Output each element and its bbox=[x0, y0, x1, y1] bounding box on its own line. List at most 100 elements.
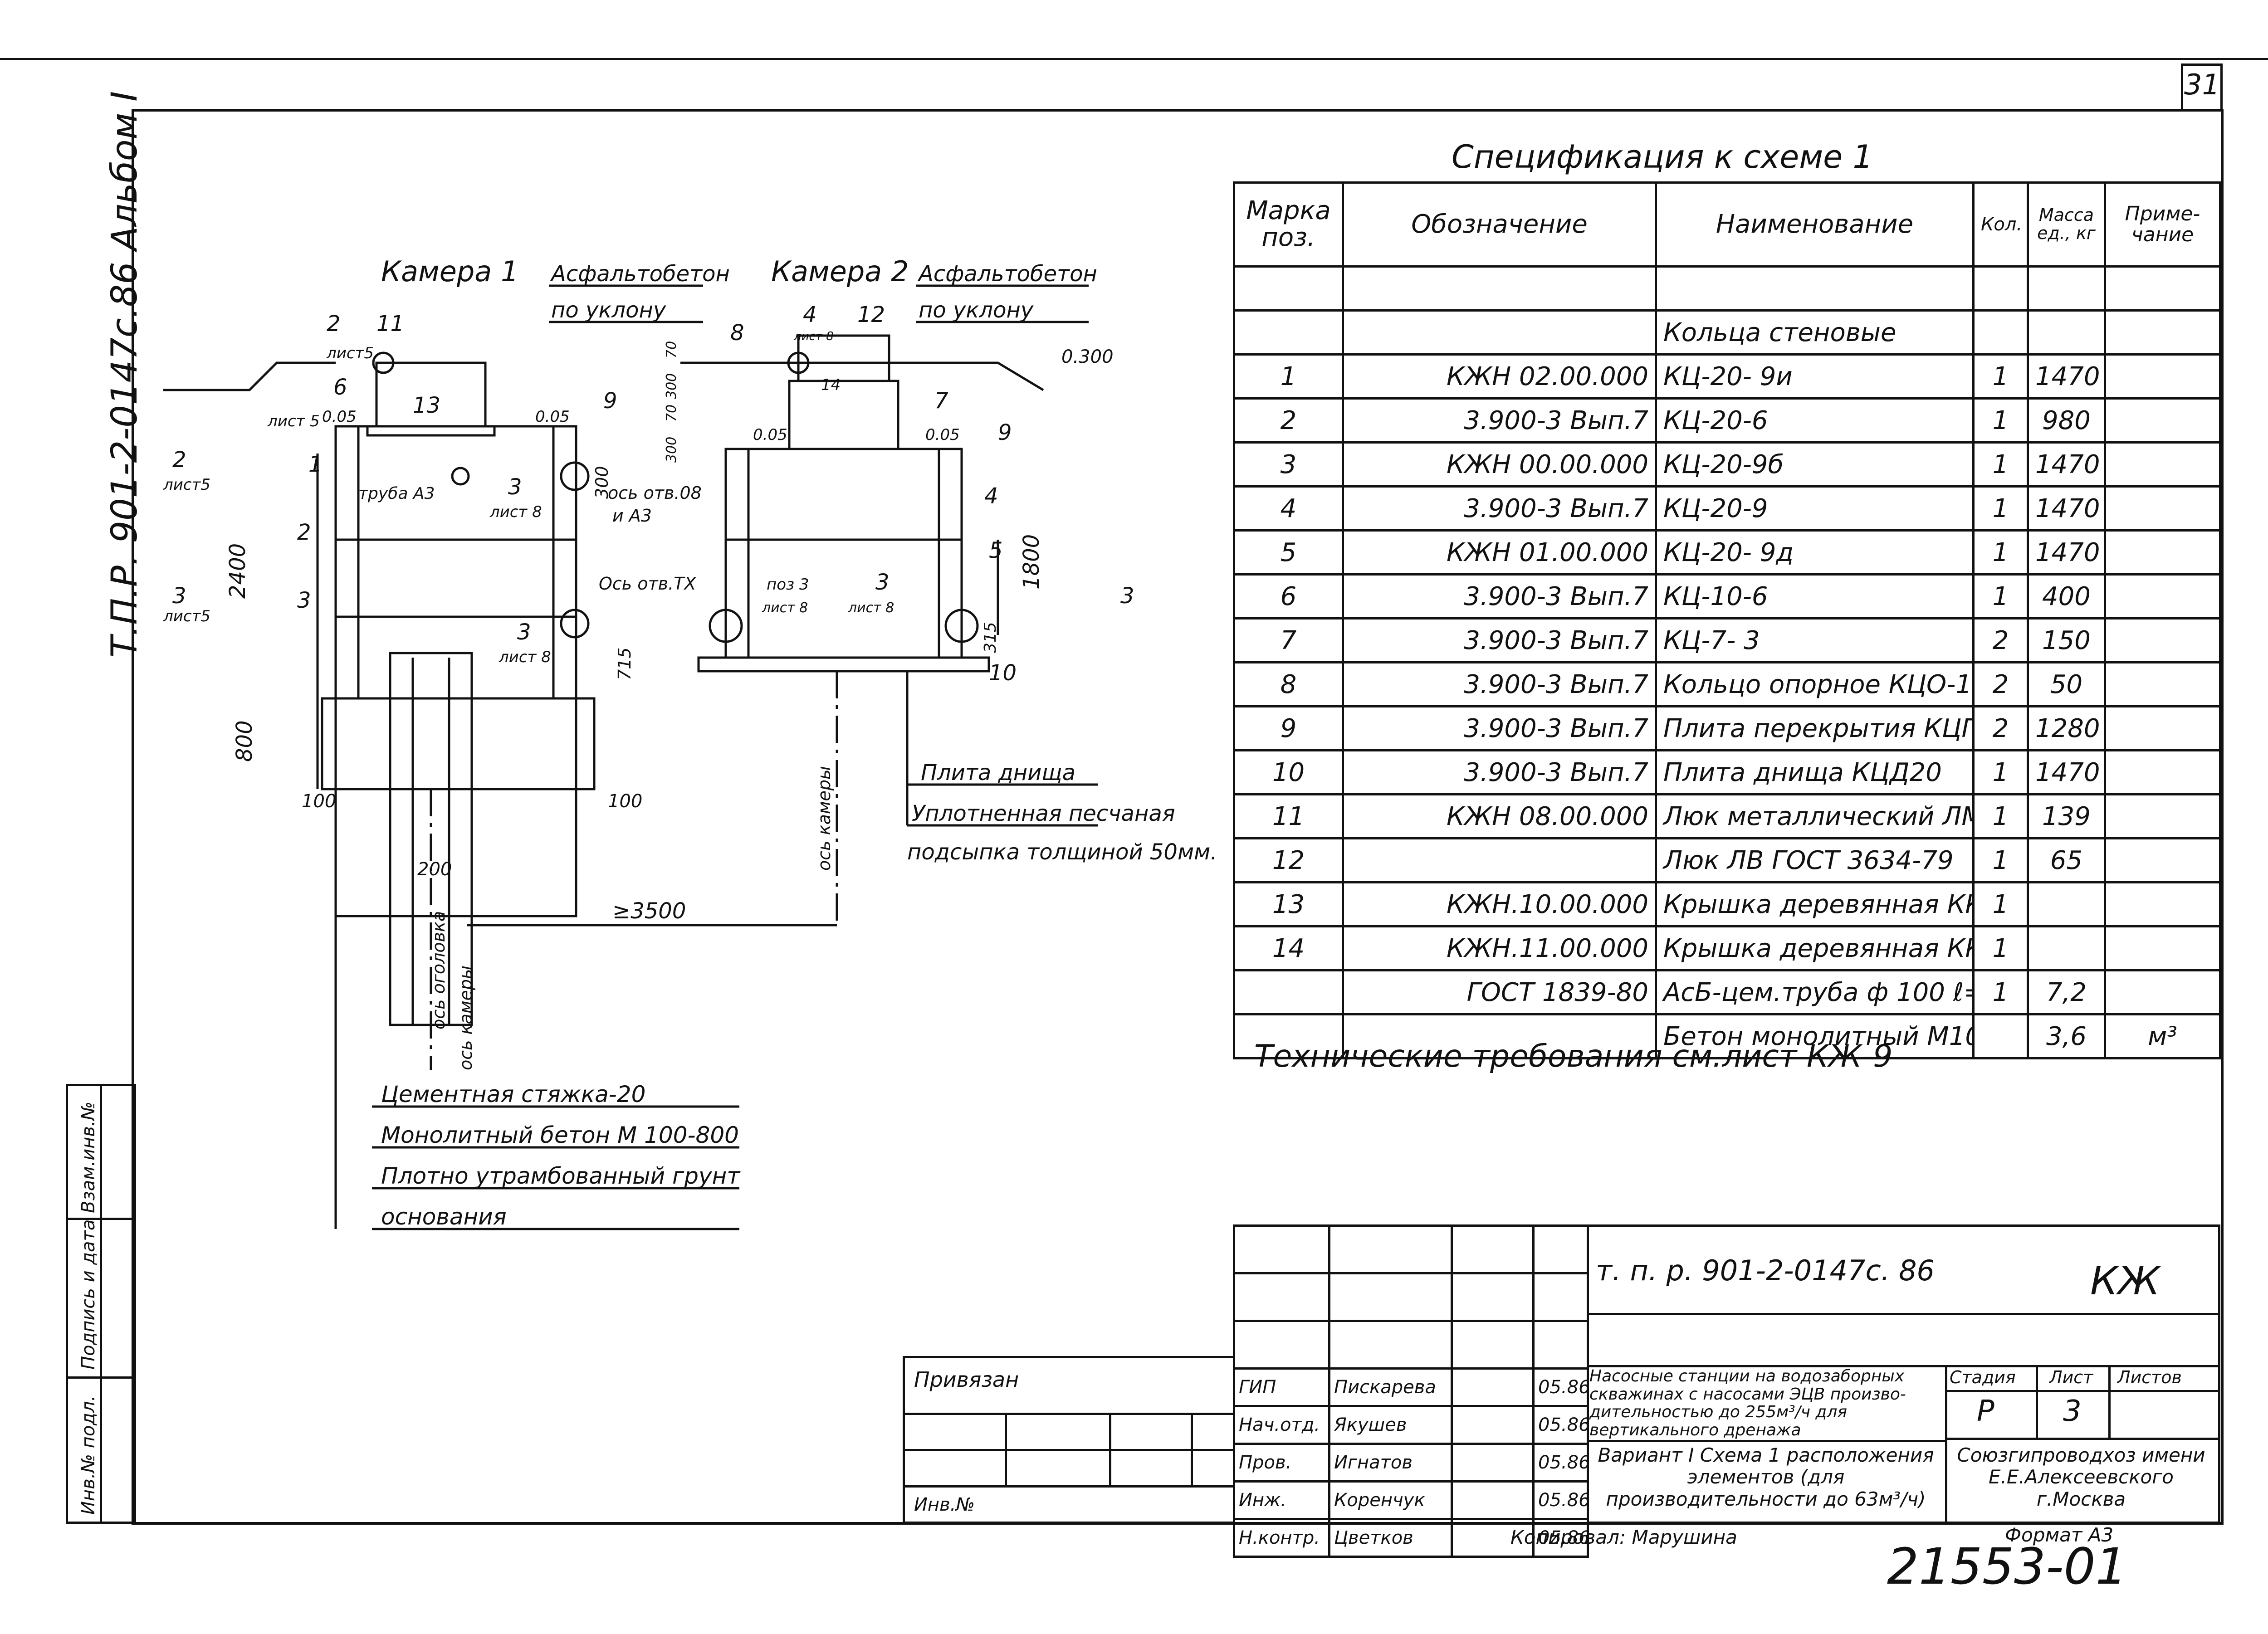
dim-005-b: 0.05 bbox=[535, 408, 570, 426]
tb-date: 05.86 bbox=[1532, 1518, 1589, 1558]
spec-cell-name: Люк металлический ЛМ1 bbox=[1655, 793, 1975, 839]
soil-label: Плотно утрамбованный грунт bbox=[381, 1163, 741, 1189]
spec-cell-note bbox=[2104, 573, 2221, 619]
tb-signature bbox=[1451, 1480, 1535, 1520]
spec-cell-note bbox=[2104, 397, 2221, 444]
spec-cell-name: Бетон монолитный М100 bbox=[1655, 1013, 1975, 1059]
dim-100-left: 100 bbox=[302, 791, 336, 812]
spec-cell-code: КЖН.10.00.000 bbox=[1342, 881, 1657, 927]
sheet8-e: лист 8 bbox=[793, 330, 834, 343]
screed-label: Цементная стяжка-20 bbox=[381, 1081, 645, 1107]
spec-cell-name: КЦ-20- 9д bbox=[1655, 529, 1975, 576]
stamp-signature: Подпись и дата bbox=[78, 1219, 99, 1370]
spec-cell-note: м³ bbox=[2104, 1013, 2221, 1059]
dim-005-d: 0.05 bbox=[925, 426, 960, 444]
stamp-replace: Взам.инв.№ bbox=[78, 1101, 99, 1213]
spec-cell-mark: 10 bbox=[1233, 749, 1344, 795]
pipe-label: труба А3 bbox=[358, 484, 435, 503]
poz-8: 8 bbox=[730, 320, 744, 346]
spec-col-code: Обозначение bbox=[1342, 181, 1657, 268]
spec-cell-note bbox=[2104, 881, 2221, 927]
spec-cell-mass: 1470 bbox=[2027, 529, 2106, 576]
spec-cell-name: АсБ-цем.труба ф 100 ℓ=1200 bbox=[1655, 969, 1975, 1015]
poz-5: 5 bbox=[989, 538, 1003, 563]
spec-cell-qty: 1 bbox=[1972, 837, 2029, 883]
spec-cell-qty bbox=[1972, 1013, 2029, 1059]
spec-cell-mark: 8 bbox=[1233, 661, 1344, 707]
stamp-inventory: Инв.№ подл. bbox=[78, 1395, 99, 1515]
dim-1800: 1800 bbox=[1019, 534, 1044, 590]
chamber2-body bbox=[724, 448, 963, 659]
spec-cell-qty: 2 bbox=[1972, 661, 2029, 707]
poz-3e: 3 bbox=[172, 583, 186, 609]
sheet8-a: лист 8 bbox=[489, 503, 542, 521]
spec-cell-code: 3.900-3 Вып.7 bbox=[1342, 573, 1657, 619]
spec-empty-row bbox=[1233, 265, 2221, 312]
sheet8-c: лист 8 bbox=[762, 600, 808, 616]
spec-cell-mark: 6 bbox=[1233, 573, 1344, 619]
spec-cell-qty: 1 bbox=[1972, 441, 2029, 488]
spec-cell-note bbox=[2104, 925, 2221, 971]
tb-role: Пров. bbox=[1233, 1443, 1330, 1483]
spec-table: Марка поз. Обозначение Наименование Кол.… bbox=[1233, 181, 2221, 1059]
tb-name: Коренчук bbox=[1328, 1480, 1453, 1520]
tb-role: ГИП bbox=[1233, 1367, 1330, 1407]
spec-col-qty: Кол. bbox=[1972, 181, 2029, 268]
spec-cell-mark: 11 bbox=[1233, 793, 1344, 839]
poz-2: 2 bbox=[297, 520, 311, 545]
spec-cell-note bbox=[2104, 749, 2221, 795]
spec-cell-mass: 150 bbox=[2027, 617, 2106, 663]
tb-date: 05.86 bbox=[1532, 1367, 1589, 1407]
spec-cell-note bbox=[2104, 793, 2221, 839]
spec-cell-mark: 5 bbox=[1233, 529, 1344, 576]
poz-7: 7 bbox=[934, 388, 948, 414]
dim-100-right: 100 bbox=[608, 791, 642, 812]
poz-1: 1 bbox=[308, 452, 323, 477]
spec-cell-qty: 1 bbox=[1972, 397, 2029, 444]
spec-cell-note bbox=[2104, 441, 2221, 488]
spec-cell-mark: 3 bbox=[1233, 441, 1344, 488]
tb-blank-row bbox=[1233, 1224, 1589, 1274]
spec-cell-name: Люк ЛВ ГОСТ 3634-79 bbox=[1655, 837, 1975, 883]
spec-cell-name: КЦ-20- 9и bbox=[1655, 353, 1975, 400]
spec-cell-mass bbox=[2027, 881, 2106, 927]
tb-sheet: 3 bbox=[2063, 1395, 2082, 1428]
asphalt2-slope: по уклону bbox=[919, 298, 1034, 323]
poz-14: 14 bbox=[821, 376, 841, 394]
spec-cell-code: КЖН 00.00.000 bbox=[1342, 441, 1657, 488]
poz-3d: 3 bbox=[875, 570, 890, 595]
spec-cell-note bbox=[2104, 705, 2221, 751]
axis-holes-tx: Ось отв.ТХ bbox=[599, 574, 696, 594]
axis-cam2-label: ось камеры bbox=[814, 766, 834, 871]
tb-tied: Привязан bbox=[914, 1367, 1019, 1392]
poz-9b: 9 bbox=[998, 420, 1012, 445]
sheet5-d: лист5 bbox=[163, 607, 210, 625]
title-block-right: т. п. р. 901-2-0147с. 86 КЖ Насосные ста… bbox=[1587, 1224, 2220, 1524]
spec-cell-mass: 7,2 bbox=[2027, 969, 2106, 1015]
tb-inv: Инв.№ bbox=[914, 1494, 975, 1515]
asphalt1-slope: по уклону bbox=[551, 298, 666, 323]
spec-cell-name: Плита днища КЦД20 bbox=[1655, 749, 1975, 795]
spec-cell-mass: 400 bbox=[2027, 573, 2106, 619]
spec-cell-mass: 1470 bbox=[2027, 441, 2106, 488]
tb-stage-header: Стадия bbox=[1950, 1367, 2016, 1387]
dim-2400: 2400 bbox=[225, 543, 250, 599]
tb-sheet-title: Вариант I Схема 1 расположения элементов… bbox=[1598, 1444, 1934, 1510]
tb-role: Инж. bbox=[1233, 1480, 1330, 1520]
dim-300-c: 300 bbox=[664, 437, 679, 463]
tb-signature bbox=[1451, 1367, 1535, 1407]
spec-cell-code: 3.900-3 Вып.7 bbox=[1342, 661, 1657, 707]
spec-cell-mark: 2 bbox=[1233, 397, 1344, 444]
chamber2-slab bbox=[697, 656, 990, 673]
